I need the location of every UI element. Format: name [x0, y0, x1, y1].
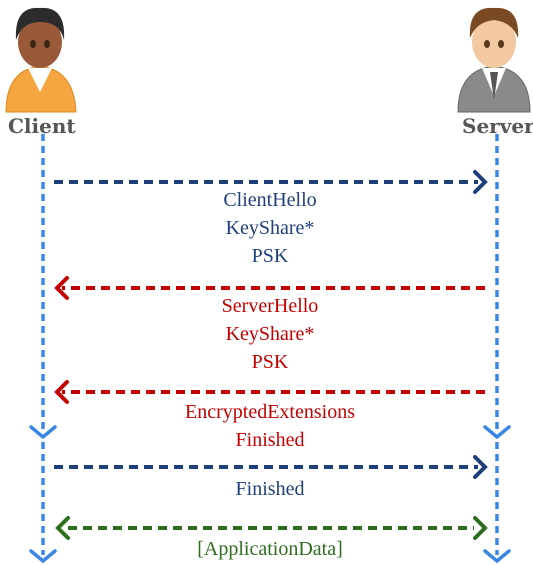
message-5-arrowhead-right — [473, 516, 488, 540]
message-5-label: [ApplicationData] — [120, 535, 420, 563]
message-3-label: EncryptedExtensions Finished — [120, 398, 420, 454]
client-lifeline-end-chevron — [29, 549, 57, 564]
client-lifeline-chevron — [29, 425, 57, 440]
message-3-arrowhead — [54, 380, 69, 404]
message-2-line-3: PSK — [251, 351, 289, 373]
message-4-arrowhead — [473, 455, 488, 479]
server-lifeline-end-chevron — [483, 549, 511, 564]
message-1-arrowhead — [473, 170, 488, 194]
message-1-line-1: ClientHello — [223, 189, 317, 211]
message-2-arrowhead — [54, 276, 69, 300]
message-3-line-2: Finished — [235, 429, 305, 451]
message-1-line-2: KeyShare* — [225, 217, 315, 239]
server-label: Server — [462, 114, 533, 138]
message-5-line-1: [ApplicationData] — [197, 538, 343, 560]
message-3-line-1: EncryptedExtensions — [185, 401, 355, 423]
message-2-line-1: ServerHello — [221, 295, 319, 317]
message-5-arrowhead-left — [55, 516, 70, 540]
message-4-label: Finished — [120, 475, 420, 503]
server-lifeline-chevron — [483, 425, 511, 440]
client-label: Client — [8, 114, 76, 138]
message-1-label: ClientHello KeyShare* PSK — [120, 186, 420, 270]
client-person-icon — [5, 7, 77, 113]
message-2-label: ServerHello KeyShare* PSK — [120, 292, 420, 376]
message-4-line-1: Finished — [235, 478, 305, 500]
message-2-line-2: KeyShare* — [225, 323, 315, 345]
message-1-line-3: PSK — [251, 245, 289, 267]
server-person-icon — [457, 7, 531, 113]
